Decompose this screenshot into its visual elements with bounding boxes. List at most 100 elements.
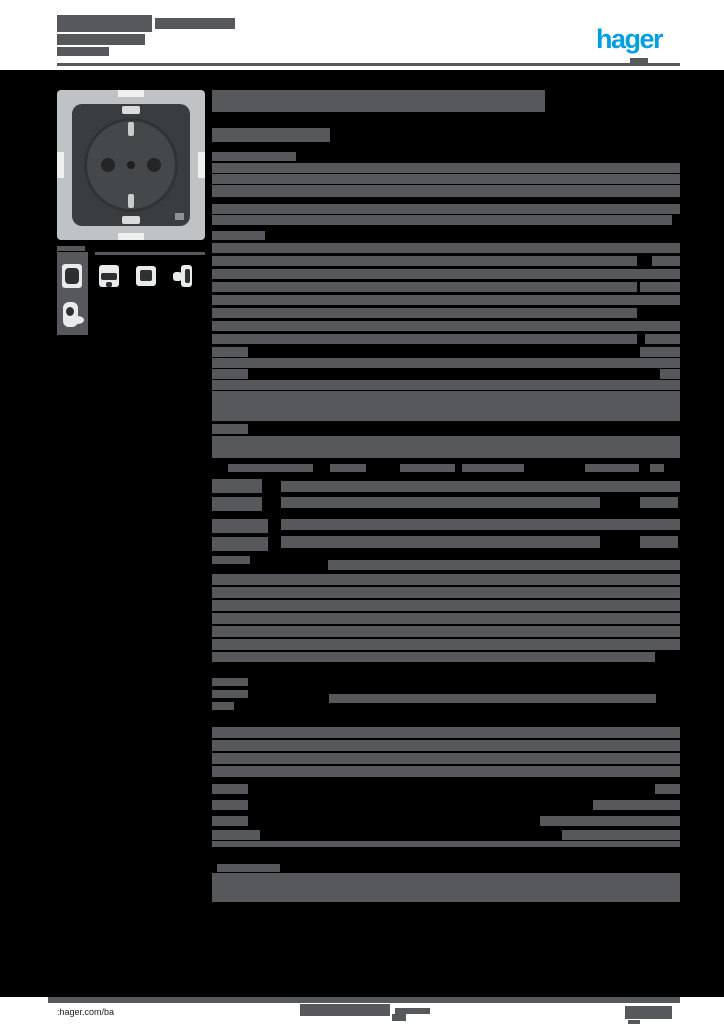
center-screw xyxy=(127,161,135,169)
redacted-text-bar xyxy=(212,90,545,112)
thumbnail-front-view xyxy=(61,263,83,289)
redacted-text-bar xyxy=(95,252,205,255)
redacted-text-bar xyxy=(281,481,680,492)
redacted-text-bar xyxy=(628,1020,640,1024)
frame-notch xyxy=(118,233,144,240)
redacted-text-bar xyxy=(212,639,680,650)
redacted-text-bar xyxy=(212,613,680,624)
redacted-text-bar xyxy=(212,600,680,611)
redacted-text-bar xyxy=(212,204,680,214)
redacted-text-bar xyxy=(395,1008,430,1014)
redacted-text-bar xyxy=(212,587,680,598)
redacted-text-bar xyxy=(212,380,680,390)
redacted-text-bar xyxy=(212,479,262,493)
redacted-text-bar xyxy=(212,766,680,777)
redacted-text-bar xyxy=(212,800,248,810)
redacted-text-bar xyxy=(650,464,664,472)
redacted-text-bar xyxy=(652,256,680,266)
redacted-text-bar xyxy=(212,369,248,379)
redacted-text-bar xyxy=(212,391,680,421)
redacted-text-bar xyxy=(640,536,678,548)
redacted-text-bar xyxy=(281,536,600,548)
socket-perspective-icon-face xyxy=(71,316,84,324)
socket-clamp-icon-foot xyxy=(106,282,112,287)
redacted-text-bar xyxy=(212,358,680,368)
redacted-text-bar xyxy=(212,841,680,847)
earth-contact-top xyxy=(128,122,134,136)
socket-profile-icon-slot xyxy=(185,269,190,283)
hager-logo-text: hager xyxy=(596,23,664,54)
redacted-text-bar xyxy=(48,997,680,1003)
redacted-text-bar xyxy=(212,282,637,292)
redacted-text-bar xyxy=(462,464,524,472)
redacted-text-bar xyxy=(212,321,680,331)
redacted-text-bar xyxy=(212,174,680,184)
redacted-text-bar xyxy=(640,347,680,357)
redacted-text-bar xyxy=(212,295,680,305)
redacted-text-bar xyxy=(212,574,680,585)
socket-front-icon-fill xyxy=(65,268,79,284)
redacted-text-bar xyxy=(281,519,680,530)
mounting-clip-bottom xyxy=(122,216,140,224)
redacted-text-bar xyxy=(212,497,262,511)
thumbnail-side-profile xyxy=(171,263,195,289)
socket-perspective-icon-hole xyxy=(66,307,74,316)
redacted-text-bar xyxy=(212,690,248,698)
redacted-text-bar xyxy=(330,464,366,472)
redacted-text-bar xyxy=(630,58,648,63)
redacted-text-bar xyxy=(212,702,234,710)
redacted-text-bar xyxy=(212,678,248,686)
frame-notch xyxy=(57,152,64,178)
redacted-text-bar xyxy=(57,246,85,251)
socket-rear-icon xyxy=(136,266,156,286)
mounting-clip-top xyxy=(122,106,140,114)
socket-recess xyxy=(84,118,178,212)
plate-label xyxy=(175,213,184,220)
redacted-text-bar xyxy=(655,784,680,794)
redacted-text-bar xyxy=(212,334,637,344)
redacted-text-bar xyxy=(593,800,680,810)
redacted-text-bar xyxy=(328,560,680,570)
redacted-text-bar xyxy=(57,47,109,56)
product-photo xyxy=(57,90,205,240)
redacted-text-bar xyxy=(57,63,680,66)
redacted-text-bar xyxy=(212,436,680,458)
redacted-text-bar xyxy=(625,1006,672,1019)
socket-profile-icon-stub xyxy=(173,272,182,281)
redacted-text-bar xyxy=(281,497,600,508)
redacted-text-bar xyxy=(212,626,680,637)
redacted-text-bar xyxy=(212,873,680,902)
thumbnail-perspective-view xyxy=(61,300,85,330)
redacted-text-bar xyxy=(212,816,248,826)
redacted-text-bar xyxy=(562,830,680,840)
redacted-text-bar xyxy=(212,163,680,173)
redacted-text-bar xyxy=(212,231,265,240)
frame-notch xyxy=(118,90,144,97)
redacted-text-bar xyxy=(400,464,455,472)
redacted-text-bar xyxy=(212,753,680,764)
redacted-text-bar xyxy=(217,864,280,872)
thumbnail-rear-view xyxy=(134,263,158,289)
redacted-text-bar xyxy=(540,816,680,826)
footer-site-link[interactable]: :hager.com/ba xyxy=(57,1007,115,1017)
redacted-text-bar xyxy=(645,334,680,344)
socket-clamp-icon-slot xyxy=(101,273,117,280)
redacted-text-bar xyxy=(212,556,250,564)
footer-site-box: :hager.com/ba xyxy=(55,1002,171,1022)
redacted-text-bar xyxy=(585,464,639,472)
socket-faceplate xyxy=(72,104,190,226)
socket-hole-right xyxy=(147,158,161,172)
redacted-text-bar xyxy=(329,694,656,703)
redacted-text-bar xyxy=(660,369,680,379)
redacted-text-bar xyxy=(57,34,145,45)
redacted-text-bar xyxy=(300,1004,390,1016)
redacted-text-bar xyxy=(212,519,268,533)
redacted-text-bar xyxy=(212,256,637,266)
redacted-text-bar xyxy=(228,464,313,472)
redacted-text-bar xyxy=(392,1014,406,1021)
redacted-text-bar xyxy=(212,243,680,253)
redacted-text-bar xyxy=(212,830,260,840)
redacted-text-bar xyxy=(212,128,330,142)
redacted-text-bar xyxy=(212,652,655,662)
